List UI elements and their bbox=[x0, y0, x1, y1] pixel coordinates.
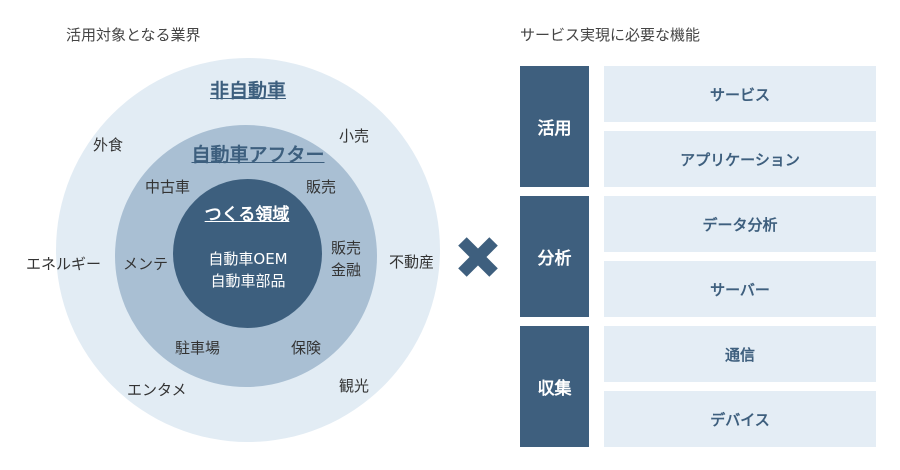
category-block-analyze: 分析 bbox=[520, 196, 589, 317]
industry-label-maintenance: メンテ bbox=[123, 255, 169, 273]
inner-circle bbox=[173, 179, 322, 328]
category-block-collect: 収集 bbox=[520, 326, 589, 447]
middle-ring-title: 自動車アフター bbox=[191, 144, 325, 166]
industry-label-tourism: 観光 bbox=[339, 377, 370, 395]
industry-label-entertainment: エンタメ bbox=[127, 381, 187, 399]
inner-line-parts: 自動車部品 bbox=[210, 272, 286, 290]
function-item-communication: 通信 bbox=[604, 326, 876, 382]
inner-line-oem: 自動車OEM bbox=[208, 250, 288, 268]
function-item-application: アプリケーション bbox=[604, 131, 876, 187]
industry-label-sales: 販売 bbox=[306, 178, 337, 196]
function-item-device: デバイス bbox=[604, 391, 876, 447]
inner-circle-title: つくる領域 bbox=[204, 205, 290, 225]
industry-label-finance: 金融 bbox=[331, 261, 362, 279]
industry-label-retail: 小売 bbox=[339, 127, 370, 145]
industry-label-used-car: 中古車 bbox=[145, 178, 191, 196]
function-item-service: サービス bbox=[604, 66, 876, 122]
right-section-title: サービス実現に必要な機能 bbox=[520, 26, 701, 44]
function-item-server: サーバー bbox=[604, 261, 876, 317]
industry-label-insurance: 保険 bbox=[291, 339, 322, 357]
function-item-data-analysis: データ分析 bbox=[604, 196, 876, 252]
industry-label-dealer-sales: 販売 bbox=[331, 239, 362, 257]
cross-icon bbox=[458, 237, 498, 277]
outer-ring-title: 非自動車 bbox=[209, 80, 287, 102]
left-section-title: 活用対象となる業界 bbox=[66, 26, 201, 44]
industry-label-real-estate: 不動産 bbox=[389, 253, 435, 271]
industry-label-food: 外食 bbox=[93, 136, 124, 154]
industry-label-parking: 駐車場 bbox=[175, 339, 221, 357]
industry-label-energy: エネルギー bbox=[26, 255, 102, 273]
category-block-utilize: 活用 bbox=[520, 66, 589, 187]
